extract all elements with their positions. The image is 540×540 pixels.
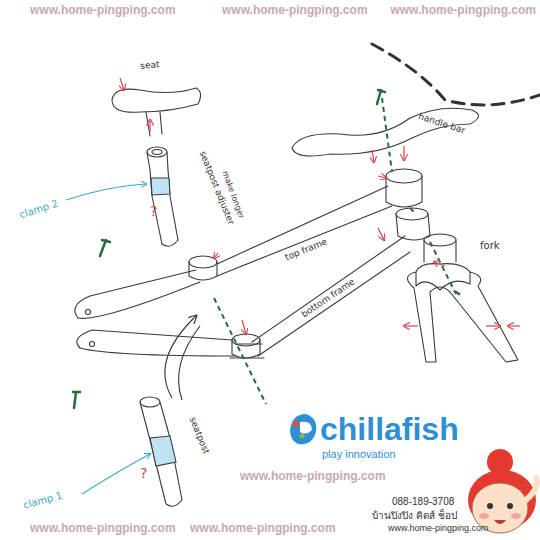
shop-url: www.home-pingping.com	[388, 524, 489, 534]
clamp-label: clamp 2	[18, 198, 59, 221]
logo-icon	[290, 414, 316, 444]
part-label: bottom frame	[300, 277, 357, 320]
mascot-girl	[468, 449, 537, 533]
question-mark: ?	[150, 204, 157, 219]
shop-name: บ้านปิงปิง คิดส์ ช็อป	[372, 510, 457, 521]
question-mark: ?	[140, 466, 147, 481]
phone-number: 088-189-3708	[392, 496, 454, 507]
watermark: www.home-pingping.com	[240, 470, 386, 483]
watermark: www.home-pingping.com	[30, 522, 176, 535]
brand-tagline: play innovation	[322, 448, 395, 460]
watermark: www.home-pingping.com	[190, 522, 336, 535]
part-label: fork	[480, 240, 500, 251]
part-label: top frame	[284, 237, 329, 263]
brand-logo: chillafish	[320, 412, 459, 447]
part-label: seat	[140, 60, 160, 72]
watermark: www.home-pingping.com	[222, 4, 368, 17]
watermark: www.home-pingping.com	[30, 4, 176, 17]
part-label: seatpost	[187, 416, 211, 456]
clamp-label: clamp 1	[22, 490, 64, 511]
watermark: www.home-pingping.com	[390, 4, 536, 17]
